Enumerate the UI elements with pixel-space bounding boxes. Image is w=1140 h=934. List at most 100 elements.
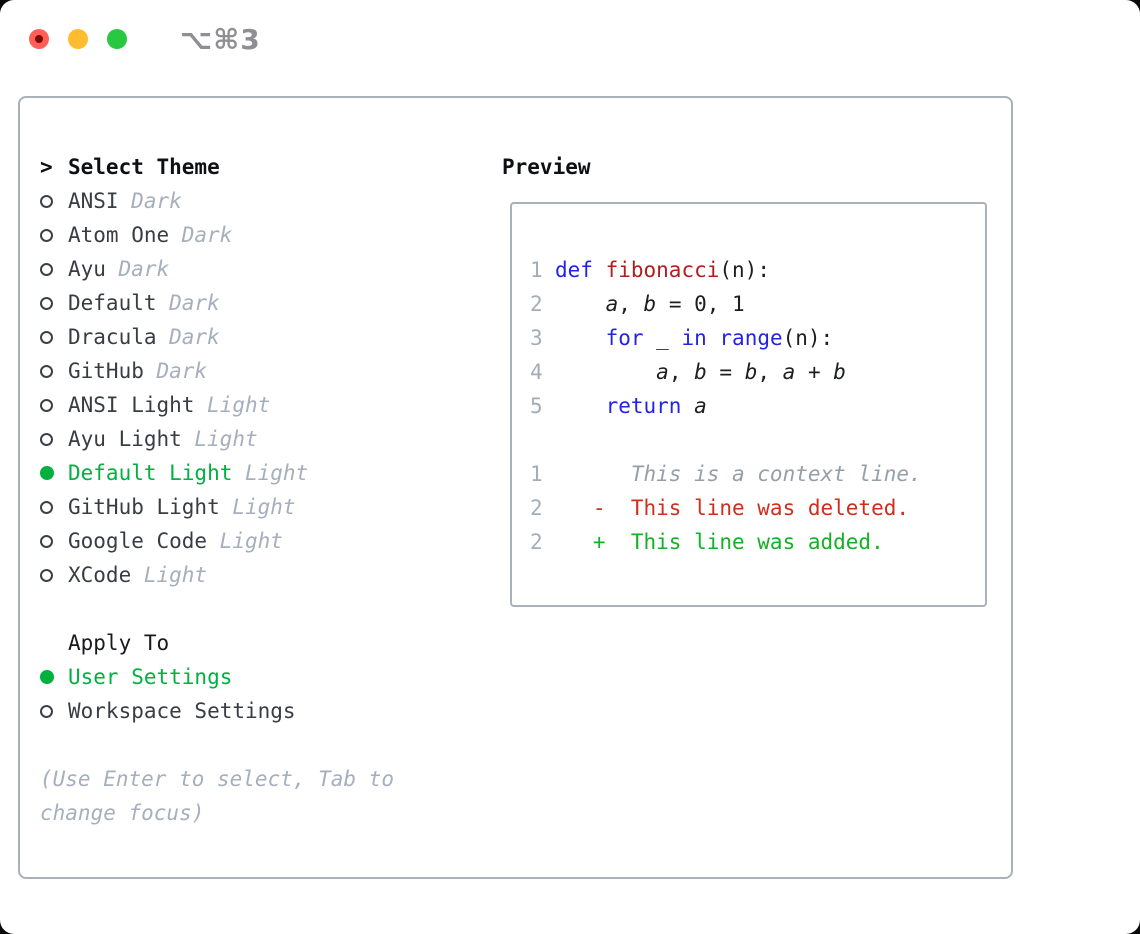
line-number: 2 [530, 292, 543, 316]
radio-icon[interactable] [40, 398, 53, 412]
code-token-plain: (n): [782, 326, 834, 350]
code-token-var: b [833, 360, 846, 384]
theme-variant: Light [232, 495, 296, 519]
title-bar: ⌥⌘3 [0, 0, 1140, 78]
theme-option[interactable]: Dracula Dark [40, 320, 394, 354]
code-token-plain: _ [643, 326, 682, 350]
code-token-context: This is a context line. [555, 462, 922, 486]
code-token-kw: for [605, 326, 644, 350]
close-button[interactable] [29, 29, 49, 49]
code-token-plain: , [618, 292, 644, 316]
preview-title: Preview [502, 155, 591, 179]
code-token-plain: = 0, 1 [656, 292, 745, 316]
hint-text: (Use Enter to select, Tab to change focu… [40, 762, 394, 830]
radio-icon[interactable] [40, 704, 53, 718]
apply-to-label: User Settings [68, 665, 233, 689]
minimize-button[interactable] [68, 29, 88, 49]
line-number: 3 [530, 326, 543, 350]
radio-icon[interactable] [40, 296, 53, 310]
zoom-button[interactable] [107, 29, 127, 49]
code-token-plain: , [757, 360, 783, 384]
code-token-kw: in [681, 326, 707, 350]
preview-code-line: 1 This is a context line. [530, 457, 985, 491]
theme-variant: Dark [131, 189, 182, 213]
radio-icon[interactable] [40, 228, 53, 242]
line-number: 4 [530, 360, 543, 384]
apply-to-title: Apply To [68, 631, 170, 655]
theme-name: Atom One [68, 223, 170, 247]
radio-icon[interactable] [40, 194, 53, 208]
theme-name: GitHub [68, 359, 144, 383]
apply-to-label: Workspace Settings [68, 699, 296, 723]
theme-option[interactable]: GitHub Light Light [40, 490, 394, 524]
theme-name: GitHub Light [68, 495, 220, 519]
code-token-plain: = [706, 360, 745, 384]
code-token-plain: , [668, 360, 695, 384]
code-token-kw: range [719, 326, 783, 350]
theme-name: Ayu Light [68, 427, 182, 451]
radio-icon[interactable] [40, 534, 53, 548]
theme-variant: Dark [169, 291, 220, 315]
theme-variant: Light [244, 461, 309, 485]
line-number: 1 [530, 462, 543, 486]
code-token-plain [707, 326, 720, 350]
line-number: 2 [530, 496, 543, 520]
radio-icon[interactable] [40, 262, 53, 276]
select-theme-title: Select Theme [68, 155, 220, 179]
theme-option[interactable]: GitHub Dark [40, 354, 394, 388]
theme-name: Default [68, 291, 157, 315]
line-number: 2 [530, 530, 543, 554]
code-token-var: b [744, 360, 758, 384]
theme-option[interactable]: Default Light Light [40, 456, 394, 490]
radio-icon[interactable] [40, 364, 53, 378]
radio-icon[interactable] [40, 500, 53, 514]
theme-name: Default Light [68, 461, 233, 485]
apply-to-option[interactable]: User Settings [40, 660, 394, 694]
theme-name: Dracula [68, 325, 157, 349]
theme-option[interactable]: Ayu Light Light [40, 422, 394, 456]
theme-option[interactable]: Google Code Light [40, 524, 394, 558]
radio-icon[interactable] [40, 432, 53, 446]
theme-option[interactable]: Default Dark [40, 286, 394, 320]
code-token-var: a [782, 360, 796, 384]
line-number: 1 [530, 258, 543, 282]
code-token-add: + This line was added. [555, 530, 884, 554]
theme-variant: Light [194, 427, 258, 451]
radio-icon[interactable] [40, 568, 53, 582]
code-token-del: - This line was deleted. [555, 496, 910, 520]
radio-selected-icon[interactable] [40, 670, 54, 684]
theme-variant: Dark [156, 359, 208, 383]
theme-variant: Light [143, 563, 208, 587]
code-token-var: a [694, 394, 707, 418]
preview-code-line: 5 return a [530, 389, 985, 423]
apply-to-option[interactable]: Workspace Settings [40, 694, 394, 728]
code-token-var: a [605, 292, 619, 316]
theme-name: Ayu [68, 257, 106, 281]
radio-selected-icon[interactable] [40, 466, 54, 480]
theme-variant: Dark [169, 325, 220, 349]
theme-option[interactable]: Ayu Dark [40, 252, 394, 286]
theme-variant: Dark [118, 257, 170, 281]
theme-name: ANSI Light [68, 393, 195, 417]
preview-code-line: 2 a, b = 0, 1 [530, 287, 985, 321]
radio-icon[interactable] [40, 330, 53, 344]
theme-name: Google Code [68, 529, 208, 553]
preview-code-line: 3 for _ in range(n): [530, 321, 985, 355]
preview-code-line: 2 - This line was deleted. [530, 491, 985, 525]
line-number: 5 [530, 394, 543, 418]
theme-variant: Light [219, 529, 283, 553]
apply-to-header: Apply To [40, 626, 394, 660]
code-token-var: a [656, 360, 669, 384]
hint-line-1: (Use Enter to select, Tab to [40, 767, 395, 791]
preview-code-line [530, 423, 985, 457]
code-token-plain [555, 394, 606, 418]
